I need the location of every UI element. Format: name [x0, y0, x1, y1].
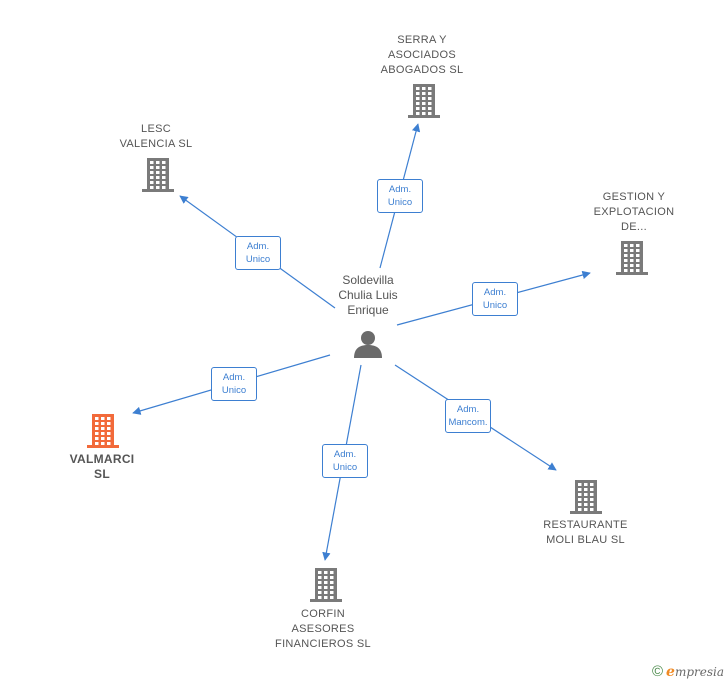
- person-name[interactable]: Soldevilla Chulia Luis Enrique: [338, 273, 398, 317]
- building-icon-valmarci[interactable]: [87, 414, 119, 453]
- edge-label-valmarci: Adm. Unico: [211, 367, 257, 401]
- building-icon-serra[interactable]: [408, 84, 440, 123]
- edge-label-restaurante: Adm. Mancom.: [445, 399, 491, 433]
- company-label-lesc[interactable]: LESC VALENCIA SL: [119, 123, 193, 150]
- brand-logo-e: e: [666, 663, 675, 680]
- building-icon-restaurante[interactable]: [570, 480, 602, 519]
- company-label-serra[interactable]: SERRA Y ASOCIADOS ABOGADOS SL: [380, 34, 464, 76]
- edge-label-lesc: Adm. Unico: [235, 236, 281, 270]
- building-icon-gestion[interactable]: [616, 241, 648, 280]
- edge-label-gestion: Adm. Unico: [472, 282, 518, 316]
- company-label-corfin[interactable]: CORFIN ASESORES FINANCIEROS SL: [275, 608, 371, 650]
- brand-logo-text: mpresia: [674, 664, 724, 679]
- company-label-valmarci[interactable]: VALMARCI SL: [69, 452, 135, 481]
- copyright-icon: ©: [651, 663, 664, 680]
- building-icon-corfin[interactable]: [310, 568, 342, 607]
- edge-label-serra: Adm. Unico: [377, 179, 423, 213]
- company-label-restaurante[interactable]: RESTAURANTE MOLI BLAU SL: [543, 519, 628, 546]
- person-icon[interactable]: [353, 329, 383, 359]
- building-icon-lesc[interactable]: [142, 158, 174, 197]
- brand-watermark: © empresia: [652, 663, 724, 680]
- company-label-gestion[interactable]: GESTION Y EXPLOTACION DE...: [593, 191, 675, 233]
- edge-label-corfin: Adm. Unico: [322, 444, 368, 478]
